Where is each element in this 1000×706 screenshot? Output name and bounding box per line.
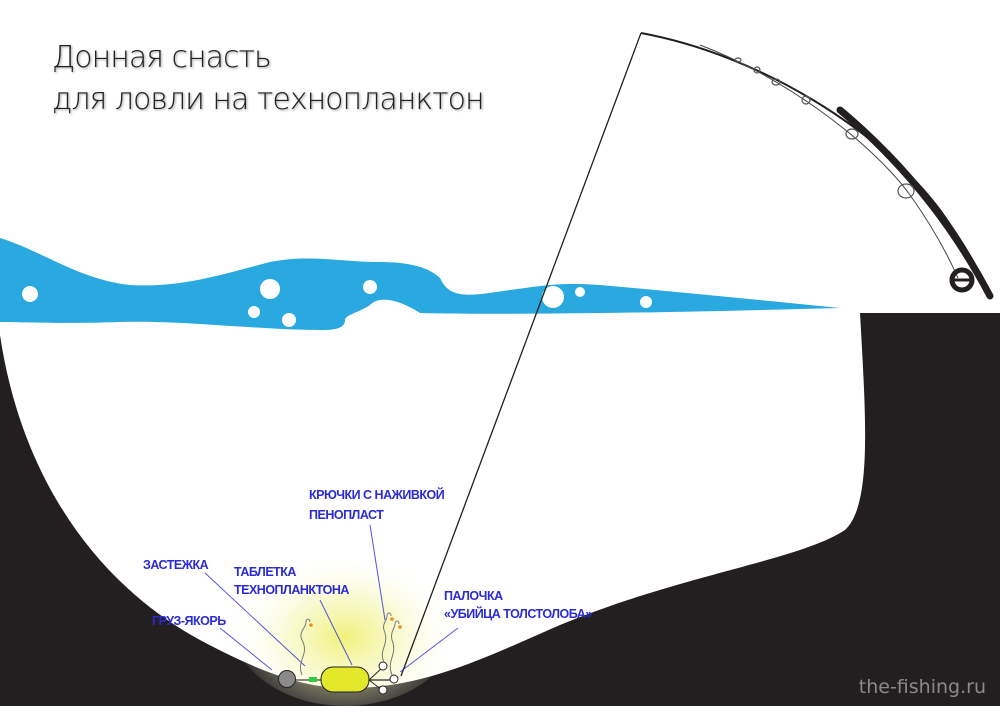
label-weight: ГРУЗ-ЯКОРЬ: [152, 614, 226, 628]
title-line-1: Донная снасть: [52, 40, 272, 75]
reel: [949, 267, 975, 293]
rod-butt: [836, 106, 994, 300]
label-clasp: ЗАСТЕЖКА: [143, 558, 209, 572]
hook-leashes: [300, 612, 400, 676]
watermark: the-fishing.ru: [858, 676, 986, 698]
label-stick-2: «УБИЙЦА ТОЛСТОЛОБА»: [444, 607, 592, 621]
label-tablet-2: ТЕХНОПЛАНКТОНА: [234, 583, 349, 597]
technoplankton-tablet: [320, 666, 370, 693]
pointer-lines: [204, 524, 459, 673]
rig: [278, 612, 402, 695]
clasp: [309, 677, 317, 682]
fishing-rod: [640, 32, 991, 297]
water-bubbles: [22, 279, 652, 327]
stick-floats: [368, 661, 399, 695]
fishing-line: [400, 32, 642, 677]
label-foam: ПЕНОПЛАСТ: [309, 508, 384, 522]
bait: [309, 617, 402, 629]
rod-guides: [734, 57, 915, 199]
anchor-weight: [278, 670, 296, 688]
rod-line: [699, 44, 959, 279]
label-hooks: КРЮЧКИ С НАЖИВКОЙ: [309, 488, 445, 502]
ground: [0, 313, 1000, 706]
label-tablet-1: ТАБЛЕТКА: [234, 565, 296, 579]
water-surface: [0, 238, 840, 330]
title-line-2: для ловли на технопланктон: [52, 82, 485, 117]
glow: [230, 534, 460, 706]
label-stick-1: ПАЛОЧКА: [444, 589, 503, 603]
